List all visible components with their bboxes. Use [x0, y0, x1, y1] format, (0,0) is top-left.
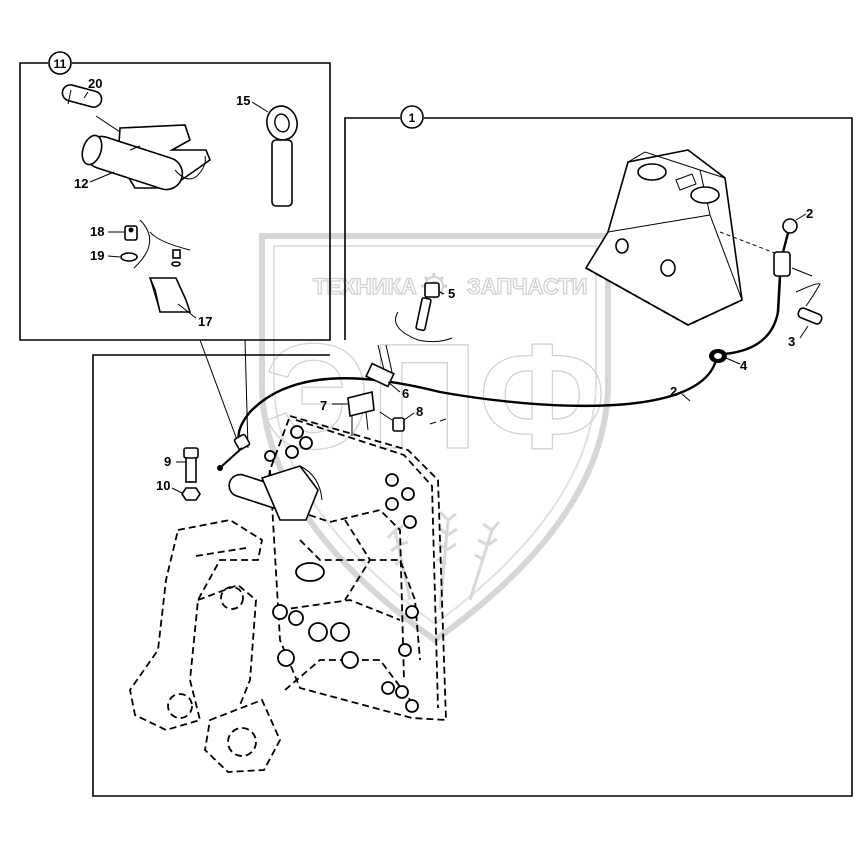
leader-5 — [439, 291, 445, 295]
bolt-part-9 — [183, 447, 199, 483]
pin-part-3 — [797, 307, 823, 325]
leader-17 — [177, 303, 197, 319]
group-11-leader-1 — [199, 339, 241, 449]
callout-7: 7 — [320, 398, 327, 413]
callout-3: 3 — [788, 334, 795, 349]
hook-bracket — [228, 465, 323, 521]
grommet-part-4 — [709, 349, 727, 363]
lift-arm — [129, 519, 282, 773]
leader-3-curve — [795, 283, 821, 307]
group-11-label: 11 — [54, 57, 67, 71]
callout-15: 15 — [236, 93, 250, 108]
nut-part-10 — [181, 487, 201, 501]
bolt-part-5 — [415, 282, 440, 332]
watermark-logo: ЭПФ — [264, 312, 607, 480]
dash-marks — [429, 418, 447, 425]
callouts: 20 12 15 18 19 17 2 3 4 2 5 6 7 8 9 10 — [74, 76, 813, 494]
group-1-label: 1 — [409, 111, 416, 125]
callout-9: 9 — [164, 454, 171, 469]
callout-8: 8 — [416, 404, 423, 419]
callout-10: 10 — [156, 478, 170, 493]
leader-group-18 — [133, 219, 191, 269]
screw-small — [171, 249, 181, 267]
cable-part-2 — [237, 311, 780, 446]
callout-17: 17 — [198, 314, 212, 329]
bracket-part-12 — [81, 124, 211, 191]
bolt-part-18 — [124, 225, 138, 241]
callout-5: 5 — [448, 286, 455, 301]
console-part — [584, 149, 743, 327]
watermark-text-left: ТЕХНИКА — [313, 274, 417, 299]
watermark-text-right: ЗАПЧАСТИ — [467, 274, 588, 299]
washer-part-19 — [120, 252, 138, 262]
wheat-icon — [386, 510, 501, 611]
bracket-part-7 — [347, 391, 375, 436]
clamp-part-6 — [365, 311, 453, 388]
bolt-part-8 — [379, 411, 405, 432]
callout-19: 19 — [90, 248, 104, 263]
group-11-badge — [48, 51, 72, 75]
callout-6: 6 — [402, 386, 409, 401]
callout-2-top: 2 — [806, 206, 813, 221]
callout-20: 20 — [88, 76, 102, 91]
lever-part-2 — [773, 218, 813, 313]
cable-end-fitting — [217, 433, 251, 471]
group-1-frame: 1 — [92, 105, 853, 797]
group-11-frame: 11 — [19, 51, 331, 449]
group-1-badge — [400, 105, 424, 129]
callout-2-cable: 2 — [670, 384, 677, 399]
group-11-leader-2 — [244, 339, 249, 449]
eye-bolt-part-15 — [266, 105, 298, 207]
frame-bolts — [264, 425, 419, 713]
callout-18: 18 — [90, 224, 104, 239]
callout-4: 4 — [740, 358, 748, 373]
callout-12: 12 — [74, 176, 88, 191]
pin-part-20 — [61, 84, 103, 108]
watermark-shield — [259, 233, 611, 644]
console-axis — [719, 231, 781, 256]
clip-part-17 — [148, 277, 192, 313]
